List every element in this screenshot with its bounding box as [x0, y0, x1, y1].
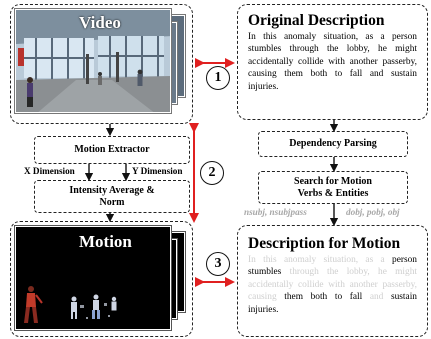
search-motion-box: Search for Motion Verbs & Entities — [258, 171, 408, 204]
dependency-parsing-box: Dependency Parsing — [258, 131, 408, 157]
intensity-box: Intensity Average & Norm — [34, 180, 190, 213]
y-dimension-label: Y Dimension — [132, 166, 183, 176]
desc-segment-faded: In this anomaly situation, as a — [248, 255, 392, 265]
video-panel: Video — [10, 4, 193, 124]
motion-description-text: In this anomaly situation, as a person s… — [248, 254, 417, 316]
original-description-title: Original Description — [248, 12, 385, 29]
desc-segment-kept: person — [392, 255, 417, 265]
video-frame — [14, 8, 172, 114]
step-1-badge: 1 — [206, 66, 230, 90]
motion-description-panel: Description for Motion In this anomaly s… — [237, 225, 428, 337]
motion-map-image — [16, 227, 170, 329]
desc-segment-kept: them both to fall — [284, 292, 363, 303]
step-2-badge: 2 — [200, 161, 224, 185]
motion-description-title: Description for Motion — [248, 235, 401, 252]
motion-panel: Motion — [10, 221, 193, 337]
video-label: Video — [79, 13, 121, 32]
original-description-text: In this anomaly situation, as a person s… — [248, 32, 417, 92]
dependency-labels-right: dobj, pobj, obj — [346, 207, 400, 217]
motion-label: Motion — [79, 232, 132, 251]
desc-segment-faded: through the lobby, he might accidentally… — [248, 267, 417, 303]
step-3-badge: 3 — [206, 252, 230, 276]
desc-segment-kept: stumbles — [248, 267, 282, 278]
desc-segment-kept: sustain injuries. — [248, 292, 417, 315]
desc-segment-faded: and — [362, 292, 391, 303]
x-dimension-label: X Dimension — [24, 166, 75, 176]
motion-extractor-box: Motion Extractor — [34, 136, 190, 164]
original-description-panel: Original Description In this anomaly sit… — [237, 4, 428, 120]
lobby-scene-image — [16, 10, 170, 112]
dependency-labels-left: nsubj, nsubjpass — [244, 207, 307, 217]
motion-frame — [14, 225, 172, 331]
